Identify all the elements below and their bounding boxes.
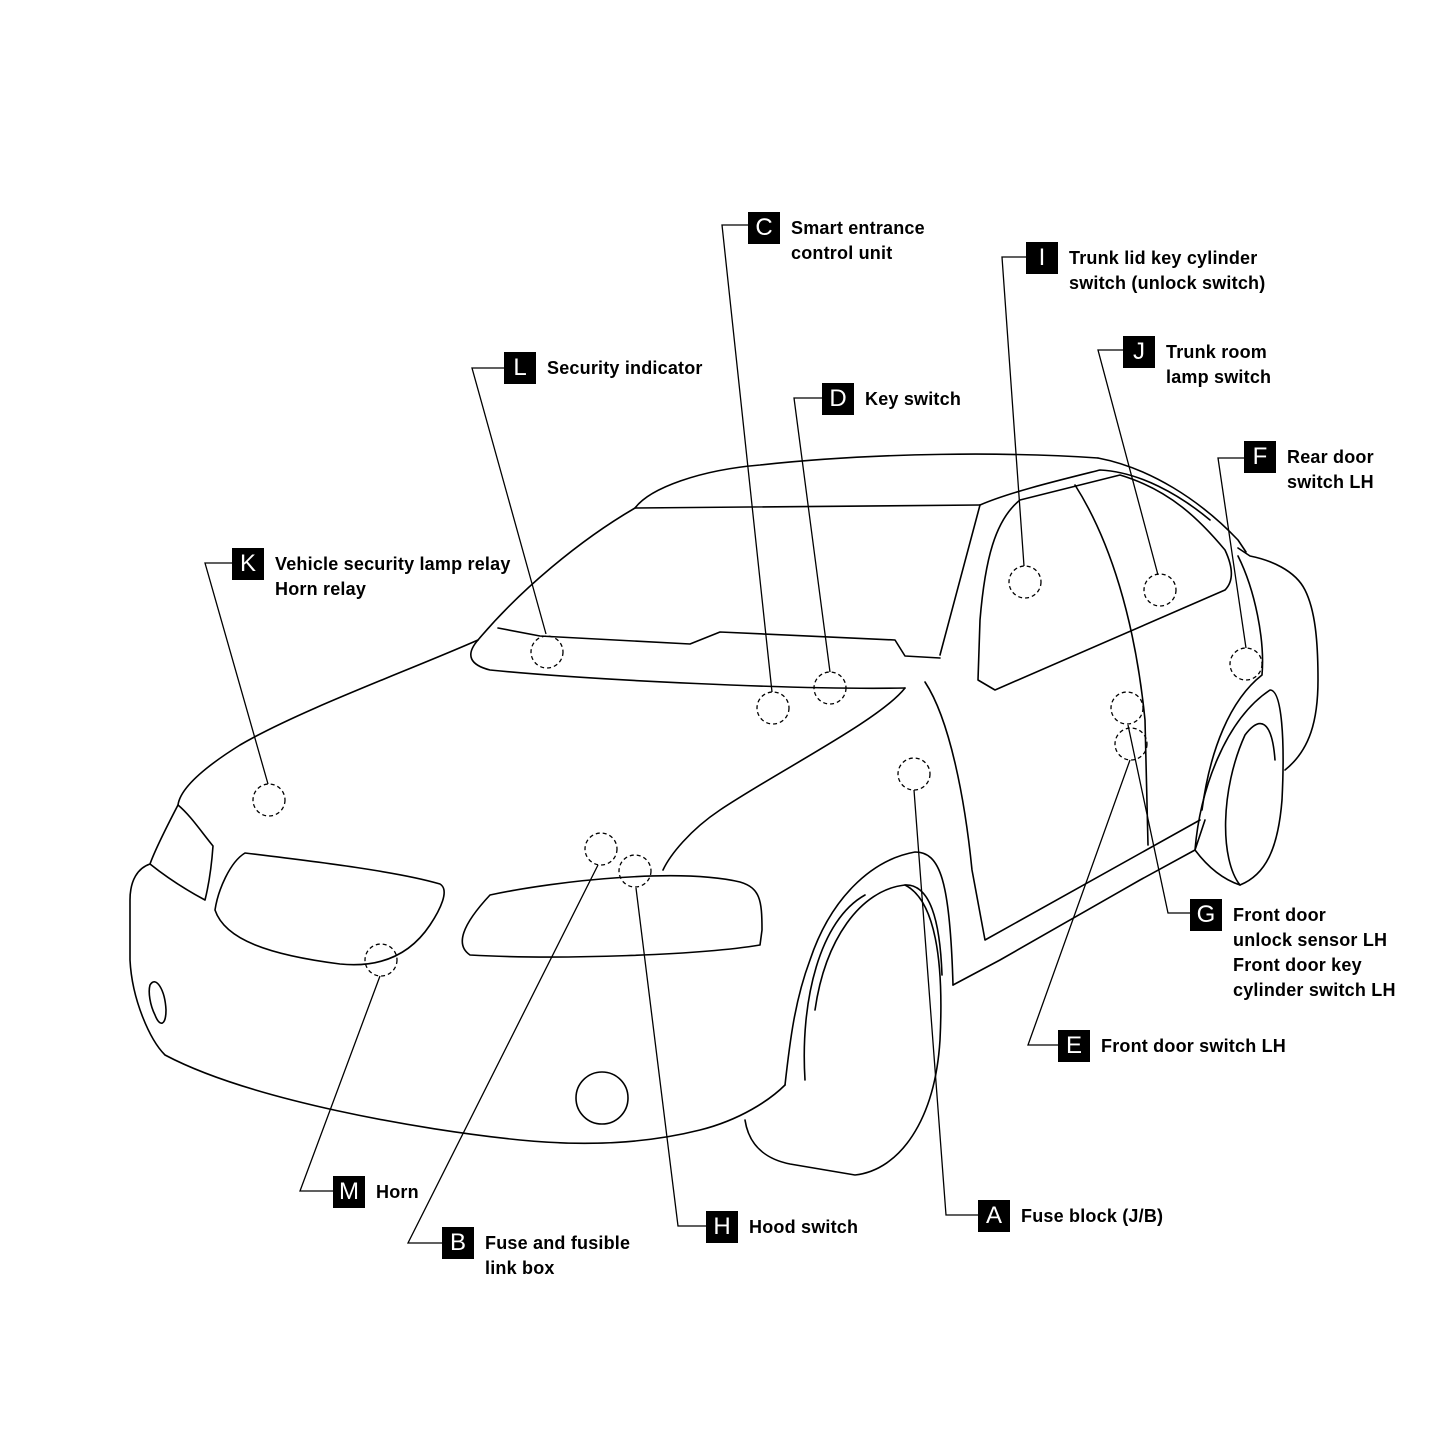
badge-D: D <box>822 383 854 415</box>
badge-I: I <box>1026 242 1058 274</box>
marker-M <box>364 943 398 977</box>
callout-F: F Rear door switch LH <box>1244 441 1374 495</box>
marker-E <box>1114 727 1148 761</box>
marker-A <box>897 757 931 791</box>
callout-J: J Trunk room lamp switch <box>1123 336 1271 390</box>
marker-B <box>584 832 618 866</box>
callout-A: A Fuse block (J/B) <box>978 1200 1163 1232</box>
callout-H: H Hood switch <box>706 1211 858 1243</box>
marker-G <box>1110 691 1144 725</box>
label-H: Hood switch <box>749 1217 859 1237</box>
badge-C: C <box>748 212 780 244</box>
label-A: Fuse block (J/B) <box>1021 1206 1164 1226</box>
badge-G: G <box>1190 899 1222 931</box>
badge-B: B <box>442 1227 474 1259</box>
leader-lines <box>204 224 1247 1244</box>
label-B: Fuse and fusible link box <box>485 1233 631 1278</box>
badge-H: H <box>706 1211 738 1243</box>
badge-J: J <box>1123 336 1155 368</box>
callout-G: G Front door unlock sensor LH Front door… <box>1190 899 1396 1003</box>
label-C: Smart entrance control unit <box>791 218 925 263</box>
label-M: Horn <box>376 1182 419 1202</box>
badge-F: F <box>1244 441 1276 473</box>
callout-C: C Smart entrance control unit <box>748 212 925 266</box>
car-body-outline <box>129 453 1319 1176</box>
marker-K <box>252 783 286 817</box>
callout-E: E Front door switch LH <box>1058 1030 1286 1062</box>
label-F: Rear door switch LH <box>1287 447 1374 492</box>
badge-M: M <box>333 1176 365 1208</box>
marker-H <box>618 854 652 888</box>
callout-B: B Fuse and fusible link box <box>442 1227 630 1281</box>
label-E: Front door switch LH <box>1101 1036 1286 1056</box>
label-K: Vehicle security lamp relay Horn relay <box>275 554 511 599</box>
badge-A: A <box>978 1200 1010 1232</box>
marker-F <box>1229 647 1263 681</box>
label-D: Key switch <box>865 389 962 409</box>
callout-L: L Security indicator <box>504 352 703 384</box>
label-L: Security indicator <box>547 358 703 378</box>
badge-E: E <box>1058 1030 1090 1062</box>
callout-D: D Key switch <box>822 383 961 415</box>
callout-K: K Vehicle security lamp relay Horn relay <box>232 548 511 602</box>
label-J: Trunk room lamp switch <box>1166 342 1272 387</box>
callout-I: I Trunk lid key cylinder switch (unlock … <box>1026 242 1265 296</box>
location-markers <box>252 565 1263 977</box>
label-I: Trunk lid key cylinder switch (unlock sw… <box>1069 248 1266 293</box>
marker-L <box>530 635 564 669</box>
label-G: Front door unlock sensor LH Front door k… <box>1233 905 1396 1000</box>
badge-L: L <box>504 352 536 384</box>
badge-K: K <box>232 548 264 580</box>
marker-J <box>1143 573 1177 607</box>
marker-C <box>756 691 790 725</box>
marker-I <box>1008 565 1042 599</box>
marker-D <box>813 671 847 705</box>
callout-M: M Horn <box>333 1176 419 1208</box>
